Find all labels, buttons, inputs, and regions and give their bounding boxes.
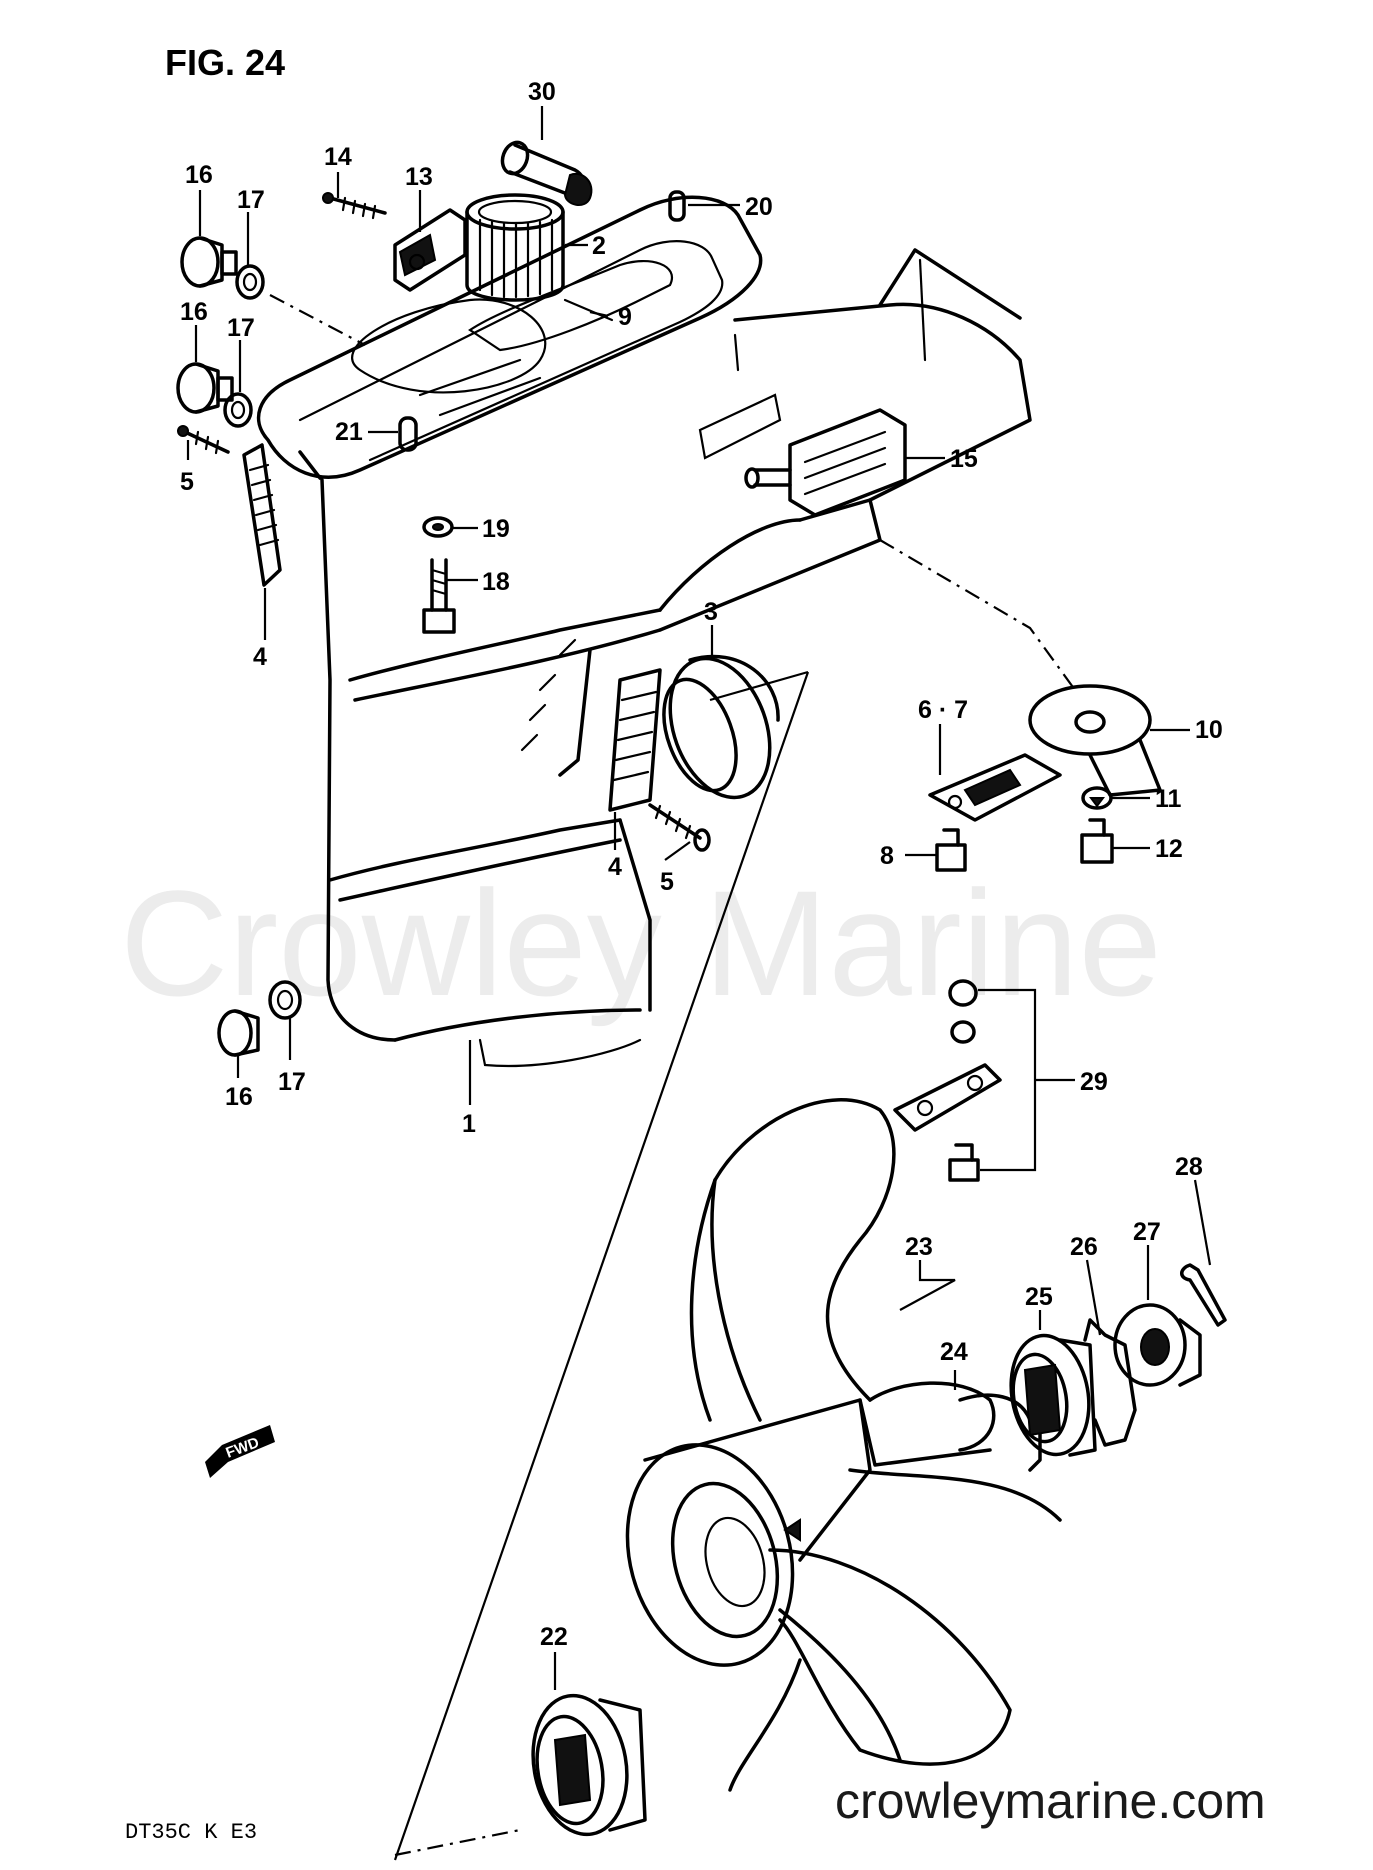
part-10-trim-tab [1028,684,1162,797]
leader-lines [186,106,1212,1690]
callout-24: 24 [940,1338,968,1366]
callout-29: 29 [1080,1068,1108,1096]
part-14-screw [322,192,387,220]
part-12-bolt [1080,818,1114,864]
part-25-spacer [1009,1333,1097,1457]
part-5-screw-b [648,803,711,852]
callout-4: 4 [608,853,622,881]
callout-5: 5 [660,868,674,896]
model-code: DT35C K E3 [125,1820,257,1845]
callout-16: 16 [225,1083,253,1111]
callout-9: 9 [618,303,632,331]
propeller [625,1098,1062,1792]
callout-10: 10 [1195,716,1223,744]
part-9-gasket [563,298,614,322]
callout-15: 15 [950,445,978,473]
callout-19: 19 [482,515,510,543]
callout-30: 30 [528,78,556,106]
callout-28: 28 [1175,1153,1203,1181]
callout-3: 3 [704,598,718,626]
callout-26: 26 [1070,1233,1098,1261]
part-2-bushing [465,193,565,302]
callout-25: 25 [1025,1283,1053,1311]
callout-16: 16 [185,161,213,189]
fwd-direction-tag: FWD [205,1425,275,1478]
part-16-plug-c [217,1009,260,1057]
callout-4: 4 [253,643,267,671]
part-19-washer [422,516,454,538]
part-18-bolt [422,558,456,634]
gear-case-housing [257,195,1032,1861]
part-16-plug-a [180,236,238,288]
callout-12: 12 [1155,835,1183,863]
callout-13: 13 [405,163,433,191]
part-6-7-anode [928,753,1062,822]
website-url: crowleymarine.com [835,1773,1266,1829]
callout-17: 17 [237,186,265,214]
centerline-16-17 [269,294,366,346]
part-20-dowel [668,190,686,222]
part-27-nut [1113,1303,1202,1387]
part-3-seal [662,654,780,800]
part-21-dowel [398,416,418,452]
callout-1: 1 [462,1110,476,1138]
callout-17: 17 [227,314,255,342]
part-30-grommet [500,140,593,206]
part-17-washer-a [235,264,265,300]
callout-21: 21 [335,418,363,446]
part-28-cotter-pin [1180,1263,1227,1327]
callout-16: 16 [180,298,208,326]
callout-14: 14 [324,143,352,171]
part-8-bolt [935,828,967,872]
part-4-grille-a [242,443,282,587]
callout-5: 5 [180,468,194,496]
part-16-plug-b [176,362,234,414]
callout-6-7: 6 · 7 [918,696,968,724]
part-13-bracket [393,208,467,292]
callout-27: 27 [1133,1218,1161,1246]
callout-17: 17 [278,1068,306,1096]
figure-title: FIG. 24 [165,42,285,83]
part-15-grille [744,408,907,517]
callout-11: 11 [1155,785,1182,813]
part-22-spacer [531,1693,647,1837]
part-11-washer [1081,786,1113,810]
callout-2: 2 [592,232,606,260]
callout-18: 18 [482,568,510,596]
fwd-label: FWD [224,1434,262,1462]
part-17-washer-b [223,392,253,428]
part-29-kit [893,979,1002,1182]
callout-20: 20 [745,193,773,221]
part-4-grille-b [608,668,662,812]
centerline-22 [394,1828,521,1857]
callout-8: 8 [880,842,894,870]
callout-23: 23 [905,1233,933,1261]
centerline-10 [879,539,1076,691]
callout-labels: 30 14 13 20 16 17 2 9 16 17 21 5 15 19 1… [180,78,1223,1651]
part-17-washer-c [268,980,302,1020]
part-5-screw-a [177,425,230,455]
callout-22: 22 [540,1623,568,1651]
